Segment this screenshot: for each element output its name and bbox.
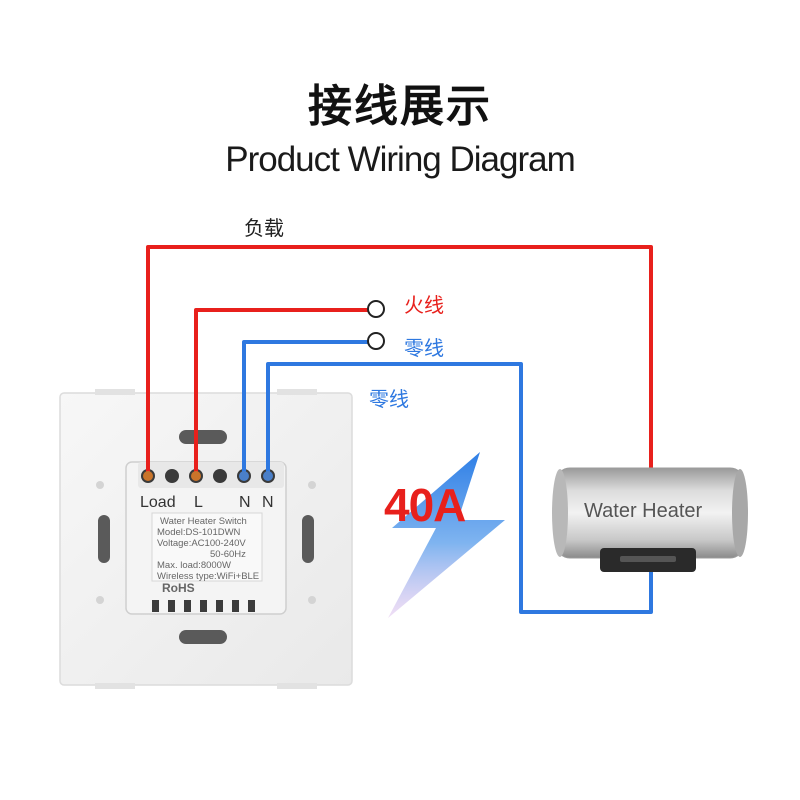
current-rating: 40A [384, 479, 466, 531]
module-cert: RoHS [162, 581, 195, 595]
neutral-switch-label: 零线 [404, 336, 444, 360]
terminal-label-load: Load [140, 494, 176, 511]
terminal-label-l: L [194, 494, 203, 511]
lightning-icon [388, 452, 505, 618]
terminal-label-n2: N [262, 494, 274, 511]
neutral-heater-wire [266, 362, 653, 614]
live-terminal-icon [367, 300, 385, 318]
load-label: 负载 [244, 216, 284, 240]
module-name: Water Heater Switch [160, 516, 247, 527]
neutral-heater-label: 零线 [369, 387, 409, 411]
module-wireless: Wireless type:WiFi+BLE [157, 571, 260, 582]
switch-module [125, 461, 287, 615]
module-voltage: Voltage:AC100-240V [157, 538, 246, 549]
page-title: 接线展示 [308, 81, 492, 132]
page-subtitle: Product Wiring Diagram [225, 140, 576, 179]
live-input-wire [194, 308, 371, 476]
module-frequency: 50-60Hz [210, 549, 246, 560]
module-model: Model:DS-101DWN [157, 527, 241, 538]
live-label: 火线 [404, 293, 444, 317]
water-heater-label: Water Heater [584, 500, 703, 522]
live-load-wire [146, 245, 653, 476]
module-max-load: Max. load:8000W [157, 560, 231, 571]
terminal-label-n1: N [239, 494, 251, 511]
neutral-input-wire [242, 340, 371, 476]
neutral-terminal-icon [367, 332, 385, 350]
water-heater [552, 467, 748, 572]
